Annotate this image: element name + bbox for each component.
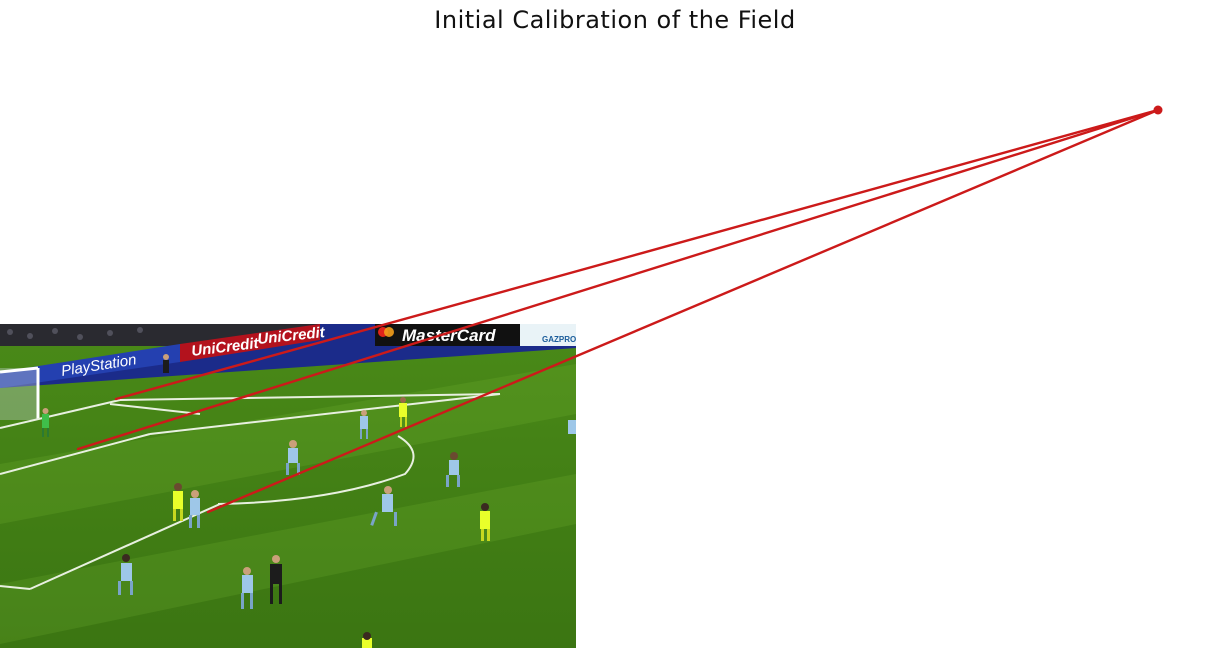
video-frame: PlayStation UniCredit UniCredit MasterCa…: [0, 324, 576, 648]
page-title: Initial Calibration of the Field: [434, 6, 796, 34]
ad-mastercard: MasterCard: [402, 326, 496, 345]
pitch-image: PlayStation UniCredit UniCredit MasterCa…: [0, 324, 576, 648]
goal: [0, 366, 40, 420]
vanishing-point: [1153, 105, 1163, 115]
ad-gazprom: GAZPROM: [542, 335, 576, 344]
